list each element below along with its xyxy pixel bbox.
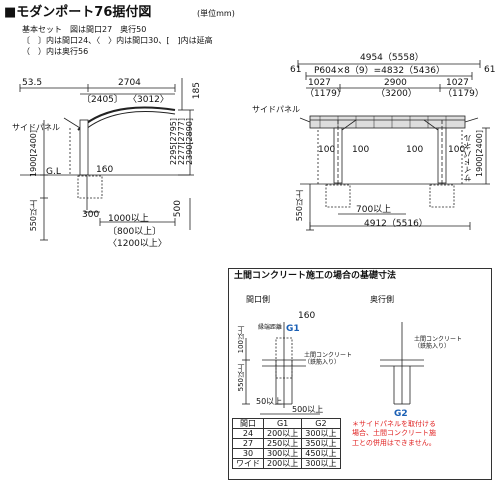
foundation-dim-550: 550以上 — [237, 364, 245, 392]
concrete-label-right: 土間コンクリート （鉄筋入り） — [414, 336, 463, 351]
front-dim-100-4: 100 — [448, 145, 466, 155]
foundation-dim-500: 500以上 — [292, 405, 324, 414]
foundation-dim-160: 160 — [298, 311, 316, 321]
table-header: G2 — [301, 418, 341, 429]
table-header-row: 間口 G1 G2 — [232, 418, 341, 429]
table-cell: 300以上 — [301, 428, 341, 439]
side-dim-300: 300 — [82, 210, 100, 220]
side-dim-2704: 2704 — [118, 78, 141, 88]
legend-line-2: 〔 〕内は間口24、〈 〉内は間口30、[ ]内は延高 — [22, 36, 213, 45]
table-row: 30 300以上 450以上 — [232, 448, 341, 459]
side-dim-1200: 〈1200以上〉 — [108, 239, 167, 249]
side-dim-500: 500 — [173, 200, 183, 218]
front-dim-1179-right: （1179） — [443, 89, 484, 99]
side-dim-160: 160 — [96, 165, 114, 175]
side-panel-label: サイドパネル — [12, 123, 60, 132]
panel-warning-note: ＊サイドパネルを取付ける 場合、土間コンクリート施 工との併用はできません。 — [352, 420, 436, 447]
legend-line-3: （ ）内は奥行56 — [22, 47, 89, 56]
front-dim-100-3: 100 — [406, 145, 424, 155]
foundation-detail-panel — [228, 268, 492, 480]
side-dim-53-5: 53.5 — [22, 78, 43, 88]
front-side-panel-vertical: サイドパネル — [463, 134, 472, 182]
front-dim-61-right: 61 — [484, 65, 496, 75]
front-dim-4912: 4912（5516） — [364, 219, 428, 229]
unit-label: (単位mm) — [197, 9, 235, 18]
table-cell: 24 — [232, 428, 264, 439]
table-cell: 30 — [232, 448, 264, 459]
concrete-label-left: 土間コンクリート （鉄筋入り） — [304, 352, 353, 367]
front-total: 4954（5558） — [360, 53, 424, 63]
table-row: ワイド 200以上 300以上 — [232, 458, 341, 469]
side-dim-2405: 〔2405〕 — [82, 95, 123, 105]
foundation-dim-100: 100以上 — [237, 326, 245, 354]
front-dim-2900: 2900 — [384, 78, 407, 88]
side-dim-800: 〔800以上〕 — [108, 227, 162, 237]
front-pitch: P604×8（9）=4832（5436） — [314, 66, 445, 76]
foundation-dim-50: 50以上 — [256, 397, 283, 406]
front-dim-700: 700以上 — [356, 205, 392, 215]
table-cell: ワイド — [232, 458, 264, 469]
side-dim-heights: 2295[2795] 2277[2777] 2390[2890] — [169, 118, 194, 165]
front-dim-1900: 1900[2400] — [475, 130, 484, 177]
legend-line-1: 基本セット 図は間口27 奥行50 — [22, 25, 147, 34]
table-cell: 350以上 — [301, 438, 341, 449]
side-dim-185: 185 — [192, 82, 202, 100]
table-cell: 450以上 — [301, 448, 341, 459]
ground-line-label: G.L — [46, 167, 61, 177]
table-cell: 200以上 — [262, 458, 303, 469]
table-cell: 300以上 — [301, 458, 341, 469]
front-dim-550: 550以上 — [295, 190, 304, 222]
front-dim-1027-right: 1027 — [446, 78, 469, 88]
front-dim-61-left: 61 — [290, 65, 302, 75]
front-dim-100-2: 100 — [352, 145, 370, 155]
foundation-spec-table: 間口 G1 G2 24 200以上 300以上 27 250以上 350以上 3… — [232, 418, 341, 469]
side-dim-1900: 1900[2400] — [29, 130, 38, 177]
g1-label: G1 — [286, 324, 300, 334]
front-dim-1179-left: （1179） — [305, 89, 346, 99]
front-side-panel-label: サイドパネル — [252, 105, 300, 114]
g2-label: G2 — [394, 409, 408, 419]
front-dim-100-1: 100 — [318, 145, 336, 155]
table-header: 間口 — [232, 418, 264, 429]
table-row: 24 200以上 300以上 — [232, 428, 341, 439]
side-dim-1000: 1000以上 — [108, 214, 149, 224]
front-dim-1027-left: 1027 — [308, 78, 331, 88]
edge-distance-label: 縁端距離 — [258, 324, 283, 331]
foundation-front-label: 間口側 — [246, 295, 270, 304]
page-title: ■モダンポート76据付図 — [4, 5, 152, 20]
front-dim-3200: （3200） — [376, 89, 417, 99]
table-cell: 200以上 — [262, 428, 303, 439]
side-dim-550: 550以上 — [29, 200, 38, 232]
foundation-title: 土間コンクリート施工の場合の基礎寸法 — [234, 271, 397, 281]
foundation-depth-label: 奥行側 — [370, 295, 394, 304]
table-header: G1 — [262, 418, 303, 429]
table-cell: 27 — [232, 438, 264, 449]
table-row: 27 250以上 350以上 — [232, 438, 341, 449]
table-cell: 250以上 — [262, 438, 303, 449]
side-dim-3012: 〈3012〉 — [128, 95, 169, 105]
table-cell: 300以上 — [262, 448, 303, 459]
